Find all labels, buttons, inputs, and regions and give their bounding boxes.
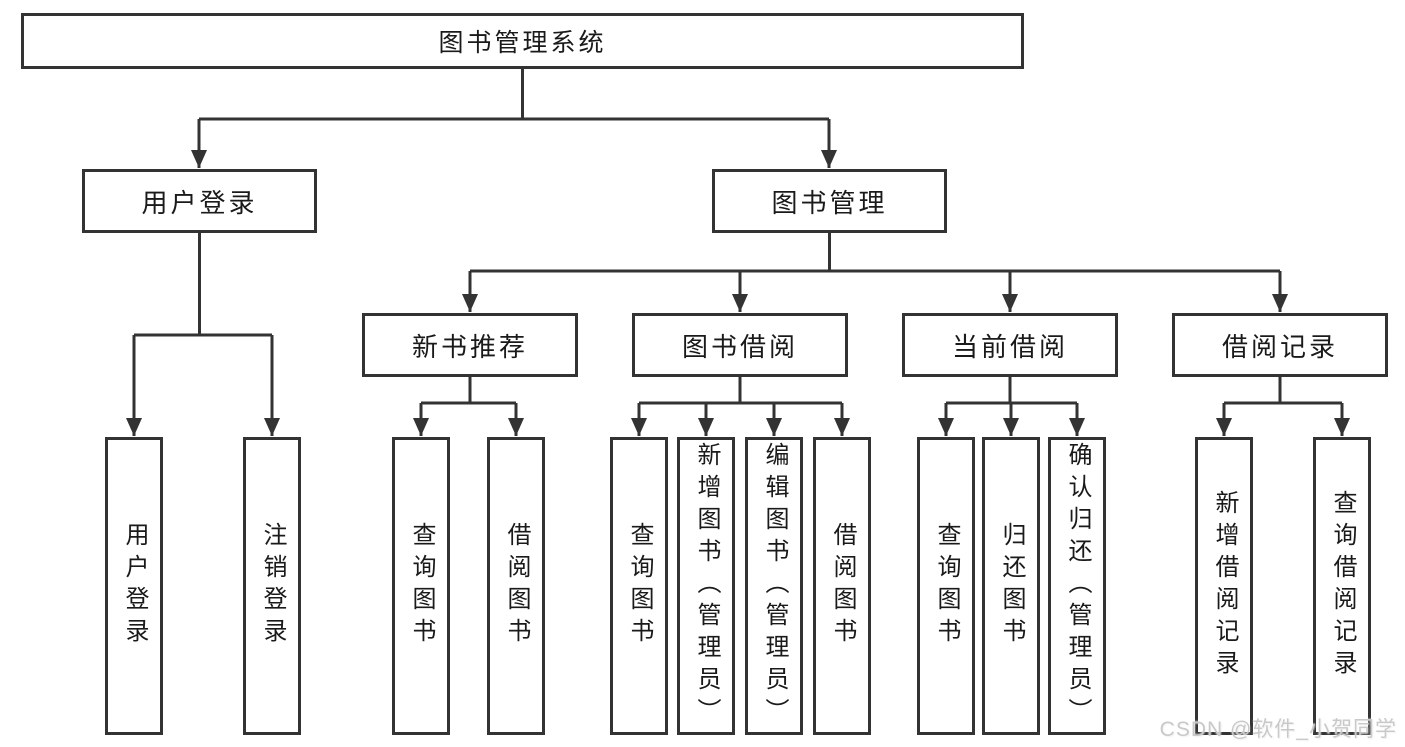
csdn-watermark: CSDN @软件_小贺同学	[1159, 718, 1397, 741]
leaf-node-return-books: 归还图书	[982, 437, 1040, 735]
leaf-node-logout: 注销登录	[243, 437, 301, 735]
root-node-library-system: 图书管理系统	[21, 13, 1024, 69]
level3-node-current-borrow: 当前借阅	[902, 313, 1118, 377]
level3-node-borrow-records: 借阅记录	[1172, 313, 1388, 377]
leaf-node-query-borrow-record: 查询借阅记录	[1313, 437, 1371, 735]
leaf-node-borrow-books-1: 借阅图书	[487, 437, 545, 735]
level2-node-book-management: 图书管理	[712, 169, 947, 233]
leaf-node-add-books-admin: 新增图书（管理员）	[677, 437, 735, 735]
level3-node-new-book-recommend: 新书推荐	[362, 313, 578, 377]
leaf-node-confirm-return-admin: 确认归还（管理员）	[1048, 437, 1106, 735]
leaf-node-edit-books-admin: 编辑图书（管理员）	[745, 437, 803, 735]
leaf-node-borrow-books-2: 借阅图书	[813, 437, 871, 735]
connector-group	[126, 68, 1350, 436]
level2-node-user-login: 用户登录	[82, 169, 317, 233]
leaf-node-user-login: 用户登录	[105, 437, 163, 735]
level3-node-book-borrow: 图书借阅	[632, 313, 848, 377]
leaf-node-query-books-3: 查询图书	[917, 437, 975, 735]
leaf-node-query-books-2: 查询图书	[610, 437, 668, 735]
leaf-node-query-books-1: 查询图书	[392, 437, 450, 735]
leaf-node-add-borrow-record: 新增借阅记录	[1195, 437, 1253, 735]
